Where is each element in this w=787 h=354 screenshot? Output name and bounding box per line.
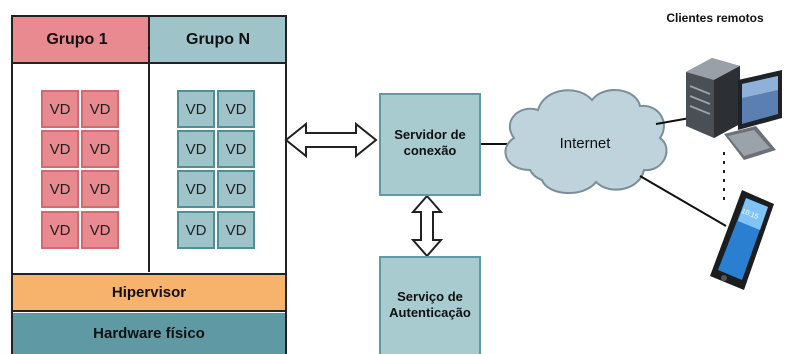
internet-desktop-line [655, 117, 691, 125]
vd-cell: VD [41, 90, 79, 128]
hardware-bar [13, 313, 285, 354]
hypervisor-label: Hipervisor [111, 284, 187, 301]
vd-cell: VD [81, 90, 119, 128]
vd-cell: VD [41, 211, 79, 249]
groupn-header [150, 17, 285, 62]
double-arrow-vertical [410, 194, 444, 258]
desktop-computer-icon [686, 58, 782, 160]
vd-cell: VD [41, 130, 79, 168]
auth-server-label: Serviço de Autenticação [389, 289, 471, 320]
vd-cell: VD [81, 170, 119, 208]
groupn-label: Grupo N [186, 31, 250, 48]
group1-label: Grupo 1 [46, 31, 108, 48]
vd-cell: VD [217, 170, 255, 208]
vd-cell: VD [217, 90, 255, 128]
hardware-label: Hardware físico [93, 325, 205, 342]
internet-cloud [504, 88, 668, 195]
vd-cell: VD [177, 211, 215, 249]
auth-server-box [379, 256, 481, 354]
internet-phone-line [639, 175, 727, 227]
connection-server-box [379, 93, 481, 196]
vd-cell: VD [81, 211, 119, 249]
vd-cell: VD [81, 130, 119, 168]
clients-title: Clientes remotos [666, 11, 764, 25]
connection-server-label: Servidor de conexão [394, 127, 466, 158]
hypervisor-bar [13, 273, 285, 312]
vd-cell: VD [177, 130, 215, 168]
group1-header [13, 17, 148, 62]
smartphone-icon [710, 190, 774, 290]
vd-cell: VD [41, 170, 79, 208]
vd-cell: VD [217, 211, 255, 249]
internet-label: Internet [559, 134, 611, 152]
vd-cell: VD [177, 170, 215, 208]
vd-cell: VD [217, 130, 255, 168]
vd-cell: VD [177, 90, 215, 128]
double-arrow-horizontal [284, 121, 378, 159]
